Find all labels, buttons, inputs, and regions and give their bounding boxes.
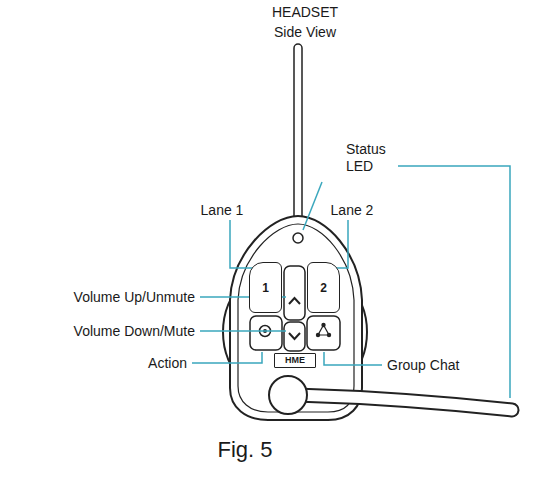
leader-line bbox=[192, 352, 262, 363]
callout-label: Status LED bbox=[346, 141, 398, 175]
callout-label: Volume Up/Unmute bbox=[74, 289, 195, 306]
lane-1-button: 1 bbox=[249, 262, 282, 313]
mic-boom bbox=[296, 395, 512, 410]
leader-line bbox=[303, 182, 322, 230]
leader-line bbox=[334, 220, 348, 268]
button-text: 2 bbox=[320, 281, 327, 295]
leader-line bbox=[230, 220, 256, 268]
figure-caption: Fig. 5 bbox=[217, 437, 272, 463]
callout-label: Lane 2 bbox=[331, 202, 374, 219]
headset-boom bbox=[294, 44, 302, 230]
status-led bbox=[293, 233, 303, 243]
up-chevron bbox=[289, 298, 300, 304]
brand-badge: HME bbox=[274, 353, 316, 368]
callout-label: Group Chat bbox=[387, 357, 459, 374]
callout-label: Lane 1 bbox=[201, 202, 244, 219]
lane-2-button: 2 bbox=[307, 262, 340, 313]
mic-pivot bbox=[269, 376, 307, 414]
callout-label: Volume Down/Mute bbox=[74, 323, 195, 340]
volume-down-button bbox=[284, 322, 305, 351]
down-chevron bbox=[289, 333, 300, 339]
action-button bbox=[250, 316, 282, 350]
group-chat-dot bbox=[321, 323, 325, 327]
leader-line bbox=[324, 352, 382, 365]
figure-title: HEADSET Side View bbox=[263, 2, 347, 42]
group-chat-dot bbox=[327, 333, 331, 337]
mic-boom-outline bbox=[296, 395, 512, 410]
leader-line bbox=[200, 330, 286, 332]
button-text: HME bbox=[285, 355, 305, 366]
group-chat-button bbox=[307, 316, 340, 350]
group-chat-dot bbox=[316, 333, 320, 337]
volume-up-button bbox=[284, 266, 305, 320]
button-text: 1 bbox=[262, 281, 269, 295]
leader-lines bbox=[192, 166, 510, 398]
callout-label: Action bbox=[148, 355, 187, 372]
